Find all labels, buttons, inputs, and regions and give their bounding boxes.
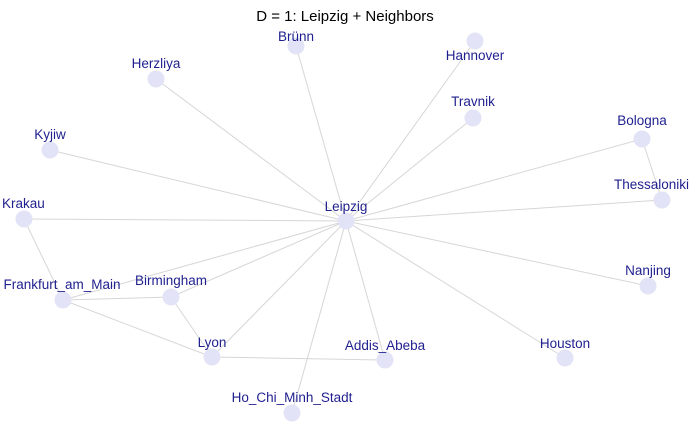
- node-circle-bologna[interactable]: [633, 130, 651, 148]
- edge-leipzig-krakau: [23, 218, 347, 222]
- node-houston[interactable]: Houston: [540, 336, 590, 367]
- node-hannover[interactable]: Hannover: [446, 32, 505, 64]
- edge-frankfurt-lyon: [62, 299, 213, 358]
- node-label-hcmc: Ho_Chi_Minh_Stadt: [232, 390, 353, 405]
- node-circle-brunn[interactable]: [287, 37, 305, 55]
- node-brunn[interactable]: Brünn: [278, 29, 314, 55]
- node-hcmc[interactable]: Ho_Chi_Minh_Stadt: [232, 390, 353, 422]
- node-leipzig[interactable]: Leipzig: [325, 199, 368, 230]
- edge-leipzig-addis: [345, 220, 386, 361]
- edge-leipzig-frankfurt: [62, 220, 347, 301]
- node-label-frankfurt: Frankfurt_am_Main: [3, 277, 120, 292]
- node-circle-herzliya[interactable]: [147, 70, 165, 88]
- node-label-bologna: Bologna: [617, 113, 667, 128]
- edge-leipzig-lyon: [211, 220, 347, 358]
- node-lyon[interactable]: Lyon: [198, 335, 227, 366]
- node-circle-frankfurt[interactable]: [54, 291, 72, 309]
- node-circle-lyon[interactable]: [203, 348, 221, 366]
- edge-leipzig-thessaloniki: [345, 199, 663, 222]
- node-circle-houston[interactable]: [556, 349, 574, 367]
- edge-lyon-addis: [211, 356, 386, 361]
- node-travnik[interactable]: Travnik: [451, 94, 495, 127]
- node-birmingham[interactable]: Birmingham: [135, 273, 207, 306]
- graph-title: D = 1: Leipzig + Neighbors: [256, 8, 434, 25]
- node-label-thessaloniki: Thessaloniki: [614, 177, 689, 192]
- node-circle-thessaloniki[interactable]: [653, 191, 671, 209]
- edge-leipzig-bologna: [345, 138, 643, 222]
- node-nanjing[interactable]: Nanjing: [625, 263, 671, 295]
- node-circle-birmingham[interactable]: [162, 288, 180, 306]
- node-circle-hannover[interactable]: [466, 32, 484, 50]
- node-label-brunn: Brünn: [278, 29, 314, 44]
- node-label-nanjing: Nanjing: [625, 263, 671, 278]
- edge-leipzig-hcmc: [291, 220, 347, 414]
- edge-leipzig-herzliya: [155, 78, 347, 222]
- edge-birmingham-lyon: [170, 296, 213, 358]
- node-label-herzliya: Herzliya: [132, 56, 181, 71]
- edge-frankfurt-birmingham: [62, 296, 172, 301]
- node-label-houston: Houston: [540, 336, 590, 351]
- node-label-krakau: Krakau: [2, 196, 45, 211]
- node-circle-kyjiw[interactable]: [41, 141, 59, 159]
- node-label-birmingham: Birmingham: [135, 273, 207, 288]
- node-label-travnik: Travnik: [451, 94, 495, 109]
- node-thessaloniki[interactable]: Thessaloniki: [614, 177, 689, 209]
- node-label-addis: Addis_Abeba: [345, 338, 426, 353]
- edge-leipzig-nanjing: [345, 220, 649, 287]
- node-krakau[interactable]: Krakau: [2, 196, 45, 228]
- node-label-lyon: Lyon: [198, 335, 227, 350]
- node-circle-travnik[interactable]: [464, 109, 482, 127]
- node-circle-nanjing[interactable]: [639, 277, 657, 295]
- edge-leipzig-brunn: [295, 45, 347, 222]
- edge-leipzig-kyjiw: [49, 149, 347, 222]
- node-bologna[interactable]: Bologna: [617, 113, 667, 148]
- nodes-layer: Leipzig BrünnHannoverHerzliyaTravnikBolog…: [2, 29, 689, 422]
- node-kyjiw[interactable]: Kyjiw: [34, 127, 66, 159]
- node-label-kyjiw: Kyjiw: [34, 127, 66, 142]
- node-label-leipzig: Leipzig: [325, 199, 368, 214]
- edges-layer: [23, 40, 663, 414]
- edge-leipzig-birmingham: [170, 220, 347, 298]
- edge-leipzig-houston: [345, 220, 566, 359]
- edge-leipzig-hannover: [345, 40, 476, 222]
- edge-leipzig-travnik: [345, 117, 474, 222]
- edge-bologna-thessaloniki: [641, 138, 663, 201]
- node-label-hannover: Hannover: [446, 48, 505, 63]
- node-addis[interactable]: Addis_Abeba: [345, 338, 426, 369]
- node-frankfurt[interactable]: Frankfurt_am_Main: [3, 277, 121, 309]
- edge-krakau-frankfurt: [23, 218, 64, 301]
- node-circle-hcmc[interactable]: [283, 404, 301, 422]
- node-herzliya[interactable]: Herzliya: [132, 56, 181, 88]
- node-circle-leipzig[interactable]: [337, 212, 355, 230]
- node-circle-addis[interactable]: [376, 351, 394, 369]
- node-circle-krakau[interactable]: [15, 210, 33, 228]
